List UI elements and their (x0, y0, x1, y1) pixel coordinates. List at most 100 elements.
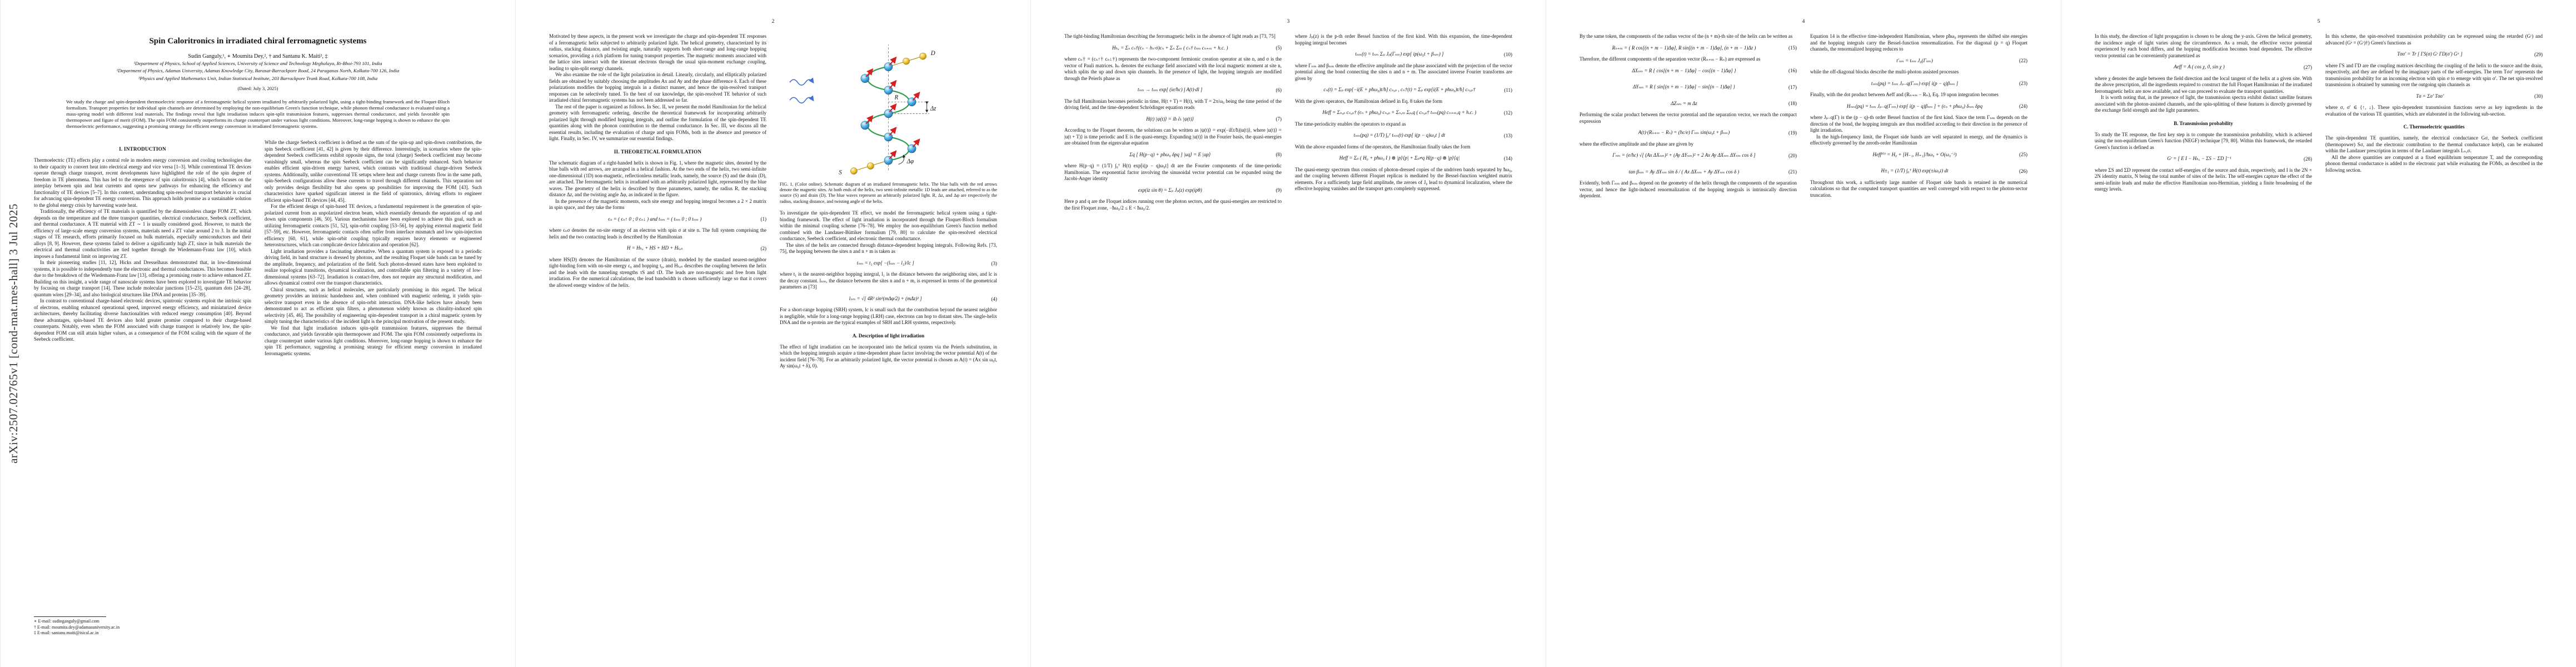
equation: tₙₘ = t₁ exp[ −(lₙₘ − l₁)/lc ](3) (780, 260, 997, 267)
equation-math: Tσ = Σσ′ Tσσ′ (2416, 93, 2444, 99)
equation: Hₕₓ = Σₙ cₙ†(ϵₙ − hₙ·σ)cₙ + Σₙ Σₘ ( cₙ† … (1064, 45, 1282, 52)
equation: ϵₙ = ( ϵₙ↑ 0 ; 0 ϵₙ↓ ) and tₙₘ = ( tₙₘ 0… (549, 216, 766, 223)
equation: Γₙₘ = (e/ħc) √[ (Ax ΔXₙₘ)² + (Ay ΔYₙₘ)² … (1580, 152, 1797, 159)
equation-math: Hₙₘ(pq) = tₙₘ Jₚ₋q(Γₙₘ) exp[ i(p − q)βₙₘ… (1846, 103, 1983, 109)
spin-arrows (865, 56, 920, 160)
equation-math: tₙₘ(pq) = (1/T) ∫₀ᵀ tₙₘ(t) exp[ i(p − q)… (1353, 132, 1446, 138)
equation-math: Heff⁽⁰⁾ = H₀ + [H₋₁, H₊₁]/ħω₀ + O(ω₀⁻²) (1872, 151, 1957, 157)
arxiv-banner: arXiv:2507.02765v1 [cond-mat.mes-hall] 3… (7, 203, 20, 464)
affiliation-1: ¹Department of Physics, School of Applie… (133, 61, 382, 66)
equation-math: H±₁ = (1/T) ∫₀ᵀ H(t) exp(±iω₀t) dt (1881, 168, 1949, 173)
paragraph: The schematic diagram of a right-handed … (549, 160, 766, 198)
spin-arrow (889, 56, 897, 66)
equation: Heff⁽⁰⁾ = H₀ + [H₋₁, H₊₁]/ħω₀ + O(ω₀⁻²)(… (1810, 152, 2027, 158)
equation-math: tₙₘ = t₁ exp[ −(lₙₘ − l₁)/lc ] (856, 260, 914, 266)
page-1: Spin Caloritronics in irradiated chiral … (0, 0, 515, 667)
equation-number: (21) (1788, 169, 1797, 175)
page-3-columns: The tight-binding Hamiltonian describing… (1064, 33, 1512, 636)
equation-number: (23) (2019, 81, 2027, 87)
light-wave (789, 95, 814, 104)
spin-arrow (912, 91, 920, 101)
equation: ΔXₙₘ = R { cos[(n + m − 1)Δφ] − cos[(n −… (1580, 68, 1797, 74)
drain-lead-site (919, 52, 926, 60)
paragraph: To study the TE response, the first key … (2095, 131, 2312, 150)
paragraph: where cₙ† = (cₙ↑† cₙ↓†) represents the t… (1064, 56, 1282, 81)
paragraph: With the above expanded forms of the ope… (1295, 143, 1471, 150)
equation-number: (4) (991, 296, 998, 302)
equation-number: (10) (1504, 51, 1512, 57)
footnote: ∗ E-mail: sudinganguly@gmail.com (34, 619, 99, 624)
equation-number: (1) (760, 216, 767, 222)
equation-math: cₙ(t) = Σₚ exp[−i(E + pħω₀)t/ħ] cₙ,ₚ , c… (1323, 87, 1476, 92)
paragraph: All the above quantities are computed at… (2325, 154, 2543, 173)
page-3-col-right: where Jₚ(z) is the p-th order Bessel fun… (1295, 33, 1512, 636)
equation-number: (29) (2534, 51, 2543, 57)
equation-number: (7) (1275, 116, 1282, 122)
paragraph: In the high-frequency limit, the Floquet… (1810, 133, 2027, 146)
source-lead-site (850, 167, 858, 175)
paragraph: The sites of the helix are connected thr… (780, 242, 997, 255)
magnetic-site (884, 156, 893, 165)
affiliation-2: ²Department of Physics, Adamas Universit… (116, 68, 400, 74)
page-5-col-left: In this study, the direction of light pr… (2095, 33, 2312, 636)
paragraph: where ΣS and ΣD represent the contact se… (2095, 167, 2312, 192)
equation-number: (27) (2304, 64, 2312, 70)
equation-math: tₙₘ → tₙₘ exp[ (ie/ħc) ∫ A(t)·dl ] (1137, 87, 1203, 92)
spin-arrow (912, 138, 920, 148)
paragraph: where σ, σ′ ∈ {↑, ↓}. These spin-depende… (2325, 104, 2543, 117)
paragraph: The rest of the paper is organized as fo… (549, 103, 766, 142)
radius-label: R (894, 94, 899, 101)
equation-math: exp(iz sin θ) = Σₚ Jₚ(z) exp(ipθ) (1138, 187, 1202, 193)
magnetic-site (907, 97, 916, 107)
paragraph: For the efficient design of spin-based T… (265, 203, 482, 248)
paragraph: where Jₚ(z) is the p-th order Bessel fun… (1295, 33, 1512, 46)
equation-math: Heff = Σₚ ( H₀ + pħω₀ I ) ⊗ |p⟩⟨p| + Σₚ≠… (1339, 155, 1460, 161)
equation: H±₁ = (1/T) ∫₀ᵀ H(t) exp(±iω₀t) dt (26) (1810, 168, 2027, 175)
spin-arrow (865, 68, 874, 77)
figure-caption: FIG. 1. (Color online). Schematic diagra… (780, 181, 997, 204)
equation-math: ΔZₙₘ = m Δz (1671, 100, 1697, 106)
equation: tₙₘ(pq) = (1/T) ∫₀ᵀ tₙₘ(t) exp[ i(p − q)… (1295, 132, 1512, 139)
equation: H = Hₕₓ + HS + HD + Hₜᵤₙ(2) (549, 245, 766, 252)
spin-arrow (889, 127, 897, 136)
paragraph: The quasi-energy spectrum thus consists … (1295, 166, 1512, 192)
equation-math: tₙₘ(pq) = tₙₘ Jₚ₋q(Γₙₘ) exp[ i(p − q)βₙₘ… (1871, 80, 1959, 86)
equation-number: (8) (1275, 152, 1282, 158)
equation: exp(iz sin θ) = Σₚ Jₚ(z) exp(ipθ)(9) (1064, 187, 1282, 194)
equation-number: (13) (1504, 132, 1512, 138)
equation-math: ΔYₙₘ = R { sin[(n + m − 1)Δφ] − sin[(n −… (1633, 84, 1735, 89)
page-4-col-left: By the same token, the components of the… (1580, 33, 1797, 636)
equation: Tσ = Σσ′ Tσσ′(30) (2325, 93, 2543, 100)
spin-arrow (889, 79, 897, 89)
paragraph: where t₁ is the nearest-neighbor hopping… (780, 271, 997, 290)
paragraph: It is worth noting that, in the presence… (2095, 94, 2312, 113)
magnetic-site (884, 86, 893, 95)
equation: Heff = Σₚ ( H₀ + pħω₀ I ) ⊗ |p⟩⟨p| + Σₚ≠… (1295, 155, 1512, 162)
equation-math: Aeff = A ( cos χ, 0, sin χ ) (2174, 64, 2225, 69)
paragraph: We also examine the role of the light po… (549, 72, 766, 103)
paragraph: where the effective amplitude and the ph… (1580, 141, 1693, 147)
equation-number: (26) (2019, 168, 2027, 174)
paragraph: The spin-dependent TE quantities, namely… (2325, 135, 2543, 153)
spin-arrow (865, 115, 874, 125)
equation-number: (14) (1504, 155, 1512, 161)
paragraph: Therefore, the different components of t… (1580, 56, 1761, 62)
equation: Aeff = A ( cos χ, 0, sin χ ) (27) (2095, 64, 2312, 71)
paragraph: In the presence of the magnetic moments,… (549, 198, 766, 211)
dz-label: Δz (930, 105, 936, 112)
equation: tan βₙₘ = Ay ΔYₙₘ sin δ / ( Ax ΔXₙₘ + Ay… (1580, 169, 1797, 176)
equation: lₙₘ = √[ 4R² sin²(mΔφ/2) + (mΔz)² ](4) (780, 296, 997, 302)
equation-math: Γₙₘ = (e/ħc) √[ (Ax ΔXₙₘ)² + (Ay ΔYₙₘ)² … (1612, 152, 1756, 158)
equation-number: (19) (1788, 130, 1797, 136)
paragraph: where Γₙₘ and βₙₘ denote the effective a… (1295, 62, 1512, 81)
page-number: 5 (2317, 19, 2320, 24)
page-5-columns: In this study, the direction of light pr… (2095, 33, 2543, 636)
paragraph: Evidently, both Γₙₘ and βₙₘ depend on th… (1580, 180, 1797, 198)
equation: tₙₘ → tₙₘ exp[ (ie/ħc) ∫ A(t)·dl ](6) (1064, 87, 1282, 93)
dphi-label: Δφ (906, 158, 914, 165)
footnote: ‡ E-mail: santanu.maiti@isical.ac.in (34, 630, 99, 635)
equation-number: (24) (2019, 103, 2027, 109)
equation-math: H = Hₕₓ + HS + HD + Hₜᵤₙ (626, 245, 683, 251)
